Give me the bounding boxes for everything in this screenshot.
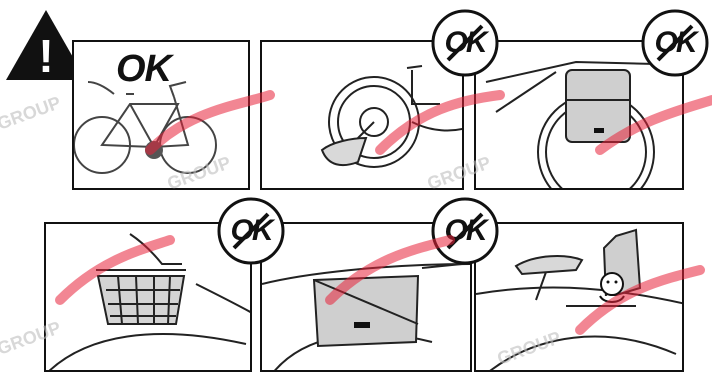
strike-icon: [430, 196, 500, 266]
bicycle-illustration: [74, 42, 250, 190]
strike-icon: [216, 196, 286, 266]
warning-exclamation: !: [38, 30, 53, 82]
panel-bicycle: OK: [72, 40, 250, 190]
panel-child-seat: [474, 222, 684, 372]
ok-badge-training-wheel: OK: [430, 8, 500, 78]
ok-badge-front-basket: OK: [216, 196, 286, 266]
watermark-text: GROUP: [0, 92, 63, 133]
child-seat-icon: [600, 273, 624, 302]
ok-badge-pannier: OK: [430, 196, 500, 266]
strike-icon: [640, 8, 710, 78]
strike-icon: [430, 8, 500, 78]
child-seat-illustration: [476, 224, 684, 372]
ok-badge-rear-bag: OK: [640, 8, 710, 78]
